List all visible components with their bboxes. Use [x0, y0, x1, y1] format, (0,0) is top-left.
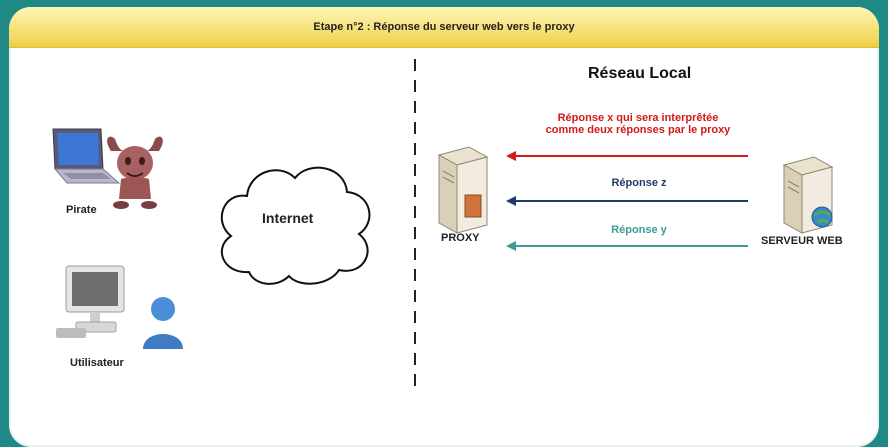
web-server-label: SERVEUR WEB	[761, 235, 843, 247]
response-z-label: Réponse z	[611, 177, 667, 189]
response-x-label: Réponse x qui sera interprêtée comme deu…	[545, 112, 731, 136]
internet-cloud-icon	[220, 166, 371, 285]
response-x-arrow	[506, 151, 748, 161]
response-y-arrow	[506, 241, 748, 251]
pirate-label: Pirate	[66, 204, 97, 216]
pirate-devil-icon	[107, 136, 163, 209]
computer-icon	[56, 265, 125, 338]
diagram-title: Etape n°2 : Réponse du serveur web vers …	[313, 21, 575, 33]
network-divider	[414, 59, 416, 389]
internet-label: Internet	[262, 210, 314, 226]
user-icon	[143, 297, 183, 349]
user-label: Utilisateur	[70, 357, 124, 369]
laptop-icon	[52, 128, 121, 184]
title-bar: Etape n°2 : Réponse du serveur web vers …	[9, 7, 879, 48]
proxy-server-icon	[437, 146, 489, 234]
local-network-title: Réseau Local	[588, 65, 692, 82]
response-z-arrow	[506, 196, 748, 206]
response-y-label: Réponse y	[611, 224, 667, 236]
proxy-label: PROXY	[441, 232, 480, 244]
web-server-icon	[782, 156, 834, 234]
diagram-frame: Etape n°2 : Réponse du serveur web vers …	[9, 7, 879, 447]
